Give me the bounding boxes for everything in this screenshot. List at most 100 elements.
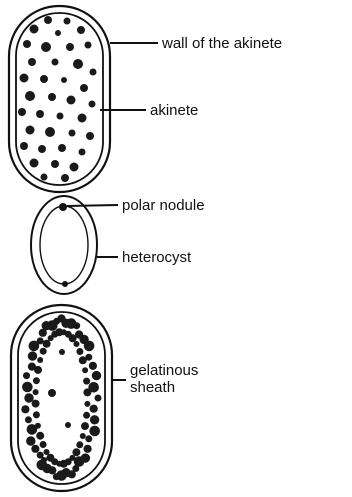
sheath-granule	[90, 405, 98, 413]
sheath-granule	[72, 448, 80, 456]
sheath-granule	[83, 388, 91, 396]
akinete-granule	[41, 174, 48, 181]
sheath-granule	[21, 405, 29, 413]
akinete-granule	[44, 16, 52, 24]
akinete-granule	[23, 40, 31, 48]
sheath-granule	[24, 393, 33, 402]
akinete-granule	[64, 18, 71, 25]
akinete-granule	[20, 142, 28, 150]
sheath-granule	[76, 441, 83, 448]
akinete-granule	[55, 30, 61, 36]
sheath-granule	[34, 366, 42, 374]
akinete-granule	[90, 69, 97, 76]
akinete-granule	[89, 101, 96, 108]
akinete-granule	[45, 127, 55, 137]
sheath-granule	[46, 454, 54, 462]
heterocyst-cell	[31, 196, 97, 294]
sheath-granule	[28, 351, 37, 360]
sheath-granule	[79, 356, 87, 364]
label-wall-of-akinete: wall of the akinete	[162, 35, 282, 52]
sheath-granule	[33, 389, 39, 395]
akinete-granule	[51, 160, 59, 168]
akinete-granule	[80, 84, 88, 92]
akinete-granule	[52, 59, 59, 66]
akinete-granule	[30, 159, 39, 168]
sheath-granule	[89, 426, 100, 437]
leader-polar-nodule	[67, 205, 118, 206]
sheath-granule	[83, 412, 90, 419]
sheath-granule	[23, 372, 30, 379]
sheath-granule	[95, 395, 102, 402]
akinete-granule	[18, 108, 26, 116]
akinete-granule	[28, 58, 36, 66]
label-akinete: akinete	[150, 102, 198, 119]
akinete-granule	[85, 42, 92, 49]
akinete-cell	[9, 6, 110, 192]
sheath-granule	[22, 382, 33, 393]
sheath-granule	[40, 348, 47, 355]
sheath-granule	[92, 371, 101, 380]
label-gelatinous-sheath: gelatinous sheath	[130, 362, 198, 396]
polar-nodule-top	[59, 203, 67, 211]
sheath-granule	[35, 423, 41, 429]
akinete-granule	[25, 91, 35, 101]
sheath-granule	[83, 378, 90, 385]
sheath-granule	[44, 449, 50, 455]
sheath-granule	[84, 341, 95, 352]
sheath-granule	[84, 445, 92, 453]
sheath-granule	[84, 401, 90, 407]
akinete-granule	[20, 74, 29, 83]
akinete-granule	[57, 113, 64, 120]
akinete-granule	[78, 114, 87, 123]
akinete-granule	[26, 126, 35, 135]
sheath-granule	[43, 340, 51, 348]
sheath-granule	[69, 334, 77, 342]
sheath-granule	[53, 473, 60, 480]
sheath-granule	[59, 349, 65, 355]
sheath-granule	[74, 341, 80, 347]
sheath-granule	[81, 422, 89, 430]
label-polar-nodule: polar nodule	[122, 197, 205, 214]
sheath-granule	[80, 433, 86, 439]
akinete-granule	[73, 59, 83, 69]
sheath-granule	[82, 367, 88, 373]
akinete-granule	[30, 25, 39, 34]
akinete-granule	[58, 144, 66, 152]
label-gelatinous-line1: gelatinous	[130, 362, 198, 379]
polar-nodule-bottom	[62, 281, 68, 287]
sheath-granule	[48, 389, 56, 397]
akinete-granule	[67, 96, 76, 105]
sheath-granule	[33, 411, 40, 418]
sheath-granule	[90, 415, 99, 424]
label-gelatinous-line2: sheath	[130, 379, 198, 396]
sheath-granule	[26, 436, 35, 445]
akinete-granule	[38, 145, 46, 153]
sheath-granule	[41, 457, 47, 463]
sheath-granule	[76, 348, 83, 355]
sheath-granule	[33, 377, 40, 384]
sheath-granule	[40, 441, 47, 448]
sheath-granule	[85, 435, 92, 442]
akinete-granule	[61, 174, 69, 182]
akinete-granule	[36, 110, 44, 118]
akinete-granule	[40, 75, 48, 83]
akinete-granule	[77, 26, 85, 34]
akinete-granule	[70, 163, 79, 172]
akinete-granule	[79, 149, 86, 156]
sheath-granule	[73, 322, 80, 329]
sheath-granule	[65, 422, 71, 428]
akinete-granule	[66, 43, 74, 51]
akinete-granule	[86, 132, 94, 140]
sheathed-cell	[11, 305, 112, 491]
akinete-granule	[41, 42, 51, 52]
label-heterocyst: heterocyst	[122, 249, 191, 266]
akinete-granule	[69, 130, 76, 137]
sheath-granule	[89, 362, 97, 370]
akinete-granule	[61, 77, 67, 83]
sheath-granule	[32, 400, 40, 408]
sheath-granule	[37, 357, 43, 363]
sheath-granule	[25, 416, 32, 423]
akinete-granule	[48, 93, 56, 101]
heterocyst-wall-inner	[40, 206, 88, 284]
sheath-granule	[31, 445, 39, 453]
